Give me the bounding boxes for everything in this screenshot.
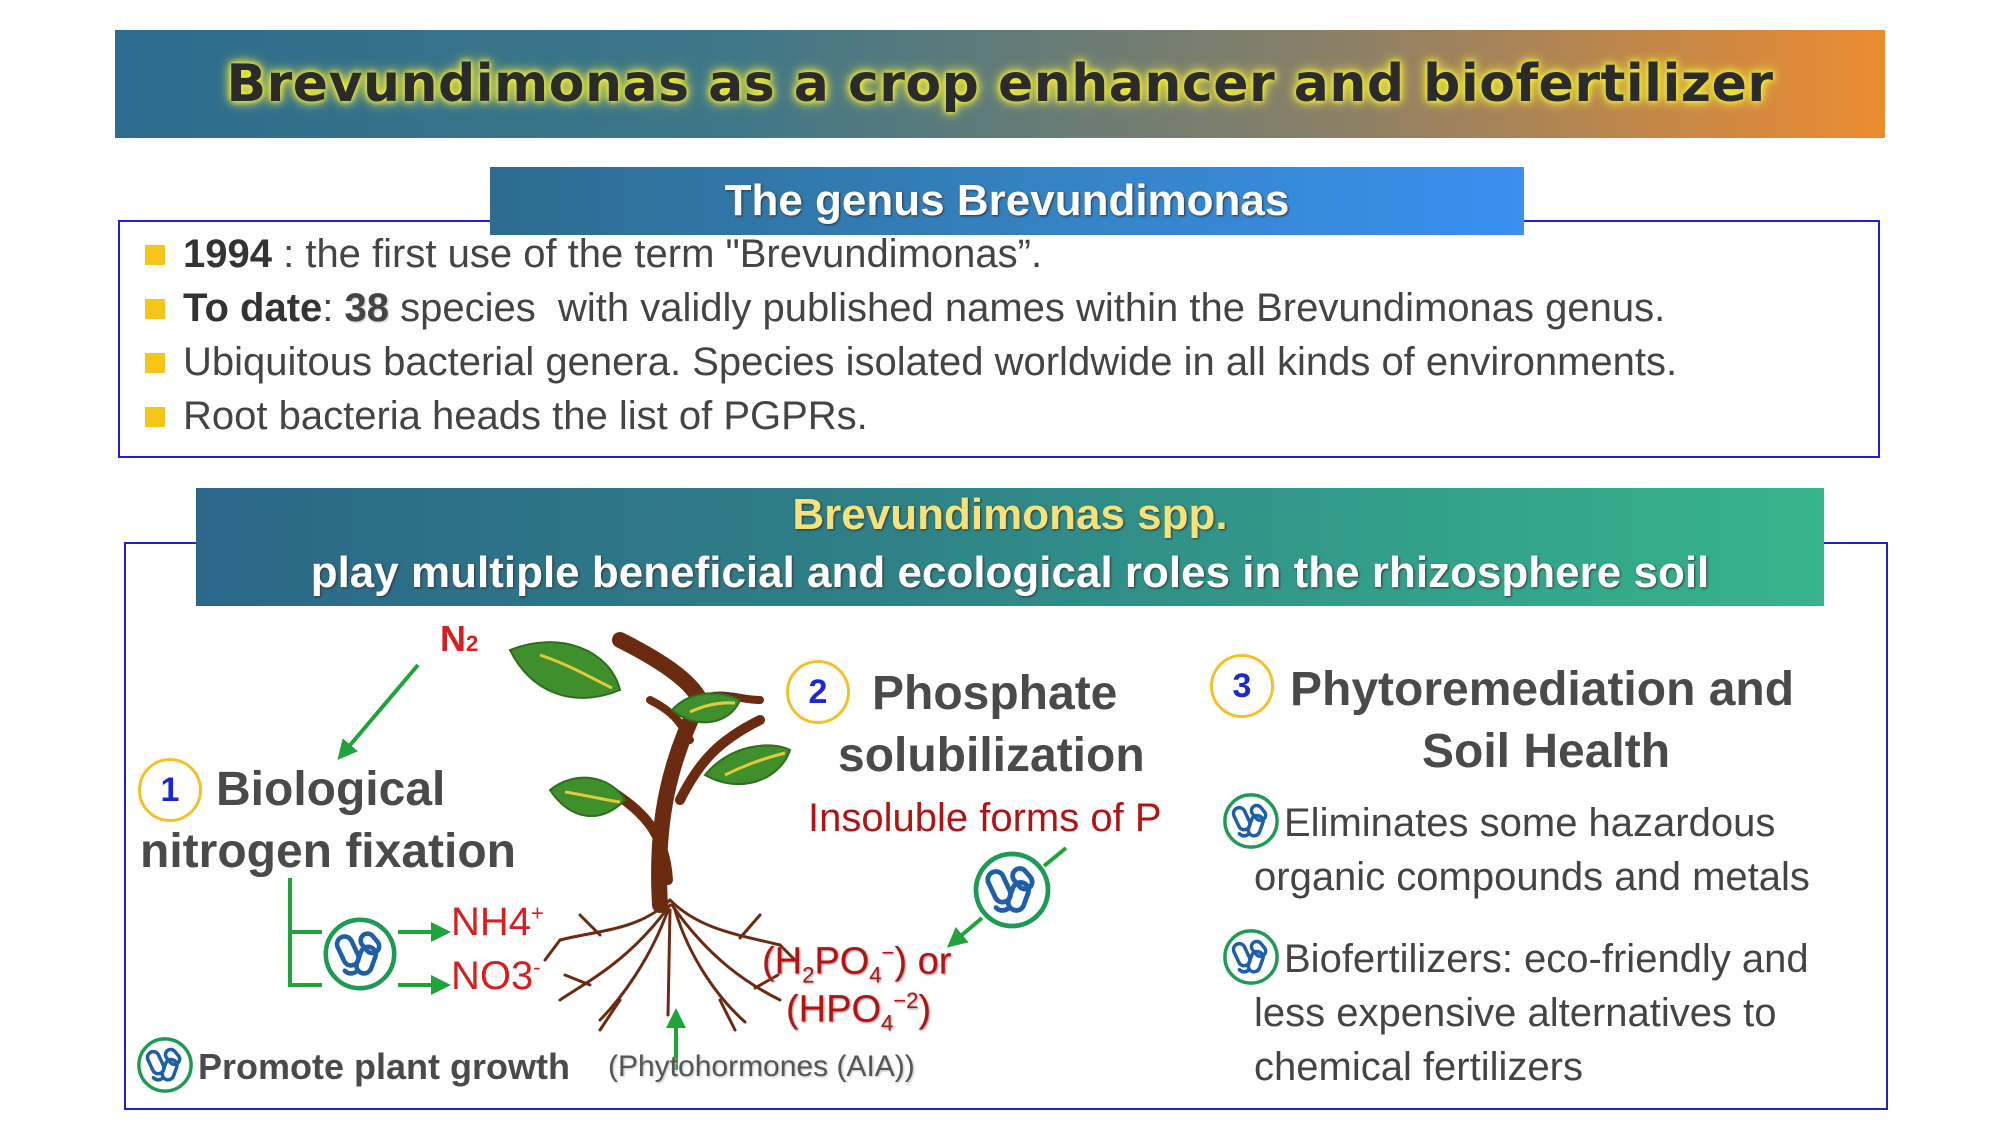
page-title: Brevundimonas as a crop enhancer and bio… — [226, 54, 1774, 114]
plant-illustration — [508, 632, 797, 1032]
microbe-icon — [322, 916, 398, 992]
bullet-text: species with validly published names wit… — [389, 286, 1666, 330]
role1-title-line2: nitrogen fixation — [140, 825, 516, 878]
role1-number-badge: 1 — [138, 758, 202, 822]
role3-number: 3 — [1210, 654, 1274, 718]
roles-title-line1: Brevundimonas spp. — [792, 490, 1228, 539]
role3-item1-line2: organic compounds and metals — [1254, 855, 1810, 899]
bullet-text: Ubiquitous bacterial genera. Species iso… — [183, 340, 1678, 384]
h2po4-sub2: 4 — [869, 962, 882, 988]
role3-item2-line3: chemical fertilizers — [1254, 1045, 1583, 1089]
microbe-icon — [136, 1036, 194, 1094]
n2-subscript: 2 — [466, 631, 479, 656]
genus-bullet-3: Ubiquitous bacterial genera. Species iso… — [145, 340, 1677, 385]
roles-title-line2: play multiple beneficial and ecological … — [310, 548, 1710, 597]
h2po4-part: ) or — [894, 940, 952, 983]
nh4-text: NH4 — [451, 900, 532, 944]
h2po4-part: (H — [762, 940, 803, 983]
h2po4-sup: − — [881, 940, 895, 965]
roles-header — [196, 488, 1824, 606]
genus-bullet-1: 1994 : the first use of the term "Brevun… — [145, 232, 1042, 277]
h2po4-sub1: 2 — [802, 962, 815, 988]
genus-bullet-2: To date : 38 species with validly publis… — [145, 286, 1665, 331]
role2-number-badge: 2 — [786, 660, 850, 724]
hpo4-part: (HPO — [786, 988, 881, 1031]
microbe-icon — [972, 850, 1052, 930]
phytohormones-label: (Phytohormones (AIA)) — [608, 1050, 915, 1083]
no3-text: NO3 — [451, 954, 534, 998]
title-banner — [115, 30, 1885, 138]
bullet-bold: To date — [183, 286, 323, 330]
phosphate-arrow — [946, 916, 984, 948]
h2po4-part: PO — [814, 940, 870, 983]
role3-number-badge: 3 — [1210, 654, 1274, 718]
role3-item2-line2: less expensive alternatives to — [1254, 991, 1777, 1035]
insoluble-line — [1042, 846, 1068, 868]
nh4-superscript: + — [531, 900, 544, 926]
bullet-bold: 1994 — [183, 232, 272, 276]
bullet-text: Root bacteria heads the list of PGPRs. — [183, 394, 868, 438]
role3-item1-line1: Eliminates some hazardous — [1284, 801, 1776, 845]
no3-superscript: - — [533, 954, 541, 980]
n2-label: N2 — [440, 618, 478, 660]
role2-title-line1: Phosphate — [872, 667, 1118, 720]
genus-header: The genus Brevundimonas — [490, 167, 1524, 235]
fixation-bracket — [288, 878, 322, 987]
n2-arrow — [337, 663, 420, 761]
bullet-square-icon — [145, 298, 165, 319]
hpo4-label: (HPO4−2) — [786, 988, 931, 1036]
n2-text: N — [440, 618, 466, 659]
species-count: 38 — [344, 286, 390, 330]
role2-number: 2 — [786, 660, 850, 724]
insoluble-p-label: Insoluble forms of P — [808, 796, 1162, 840]
role1-title-line1: Biological — [216, 763, 446, 816]
h2po4-label: (H2PO4−) or — [762, 940, 951, 988]
bullet-text: : the first use of the term "Brevundimon… — [271, 232, 1043, 276]
hpo4-part: ) — [918, 988, 931, 1031]
role3-item2-line1: Biofertilizers: eco-friendly and — [1284, 937, 1809, 981]
role3-title-line1: Phytoremediation and — [1290, 663, 1795, 716]
role3-title-line2: Soil Health — [1422, 725, 1671, 778]
bullet-square-icon — [145, 406, 165, 427]
genus-bullet-4: Root bacteria heads the list of PGPRs. — [145, 394, 868, 439]
role2-title-line2: solubilization — [838, 729, 1145, 782]
microbe-icon — [1222, 792, 1280, 850]
bullet-square-icon — [145, 352, 165, 373]
bullet-square-icon — [145, 244, 165, 265]
bullet-colon: : — [322, 286, 345, 330]
role1-number: 1 — [138, 758, 202, 822]
microbe-icon — [1222, 928, 1280, 986]
hpo4-sub: 4 — [881, 1010, 894, 1036]
promote-growth-label: Promote plant growth — [198, 1046, 570, 1087]
nh4-label: NH4+ — [451, 900, 544, 945]
no3-label: NO3- — [451, 954, 541, 999]
hpo4-sup: −2 — [893, 988, 919, 1013]
